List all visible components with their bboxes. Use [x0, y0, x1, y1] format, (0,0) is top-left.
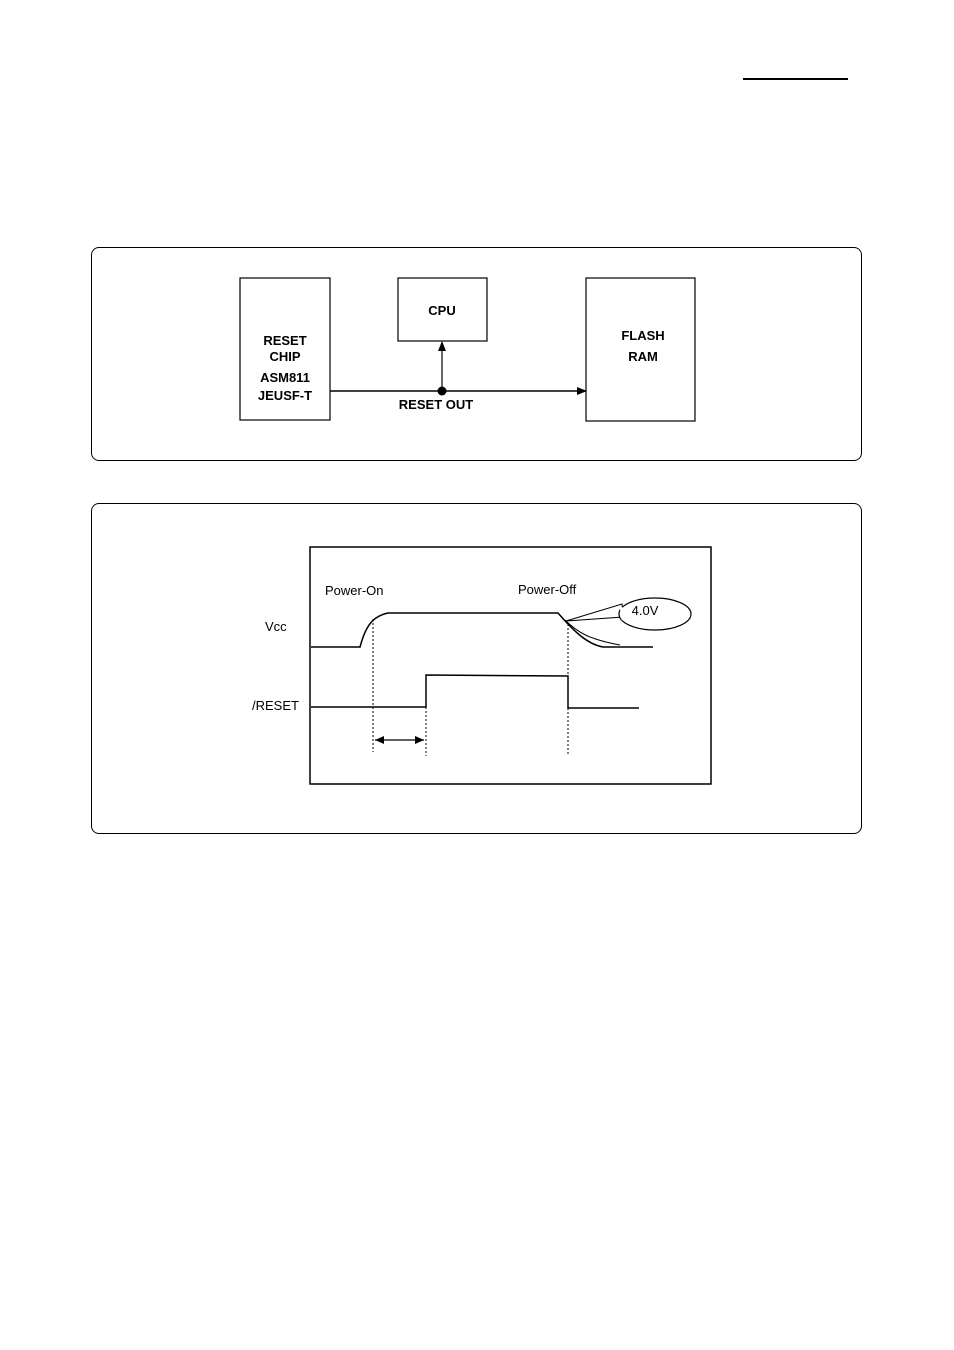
reset-chip-line1: RESET [263, 333, 306, 348]
reset-chip-line3: ASM811 [260, 370, 310, 385]
header-rule [743, 78, 848, 80]
timing-diagram: Power-On Power-Off Vcc /RESET 4.0V [92, 504, 863, 835]
reset-signal-label: /RESET [252, 698, 299, 713]
power-on-label: Power-On [325, 583, 384, 598]
cpu-block: CPU [398, 278, 487, 341]
threshold-label: 4.0V [632, 603, 659, 618]
cpu-label: CPU [428, 303, 455, 318]
flash-ram-line2: RAM [628, 349, 658, 364]
block-diagram-panel: RESET CHIP ASM811 JEUSF-T CPU FLASH RAM … [91, 247, 862, 461]
junction-dot [438, 387, 447, 396]
reset-chip-line2: CHIP [269, 349, 300, 364]
reset-chip-block: RESET CHIP ASM811 JEUSF-T [240, 278, 330, 420]
flash-ram-block: FLASH RAM [586, 278, 695, 421]
block-diagram: RESET CHIP ASM811 JEUSF-T CPU FLASH RAM … [92, 248, 863, 462]
flash-ram-line1: FLASH [621, 328, 664, 343]
timing-diagram-panel: Power-On Power-Off Vcc /RESET 4.0V [91, 503, 862, 834]
vcc-label: Vcc [265, 619, 287, 634]
reset-chip-line4: JEUSF-T [258, 388, 312, 403]
reset-out-label: RESET OUT [399, 397, 473, 412]
power-off-label: Power-Off [518, 582, 577, 597]
